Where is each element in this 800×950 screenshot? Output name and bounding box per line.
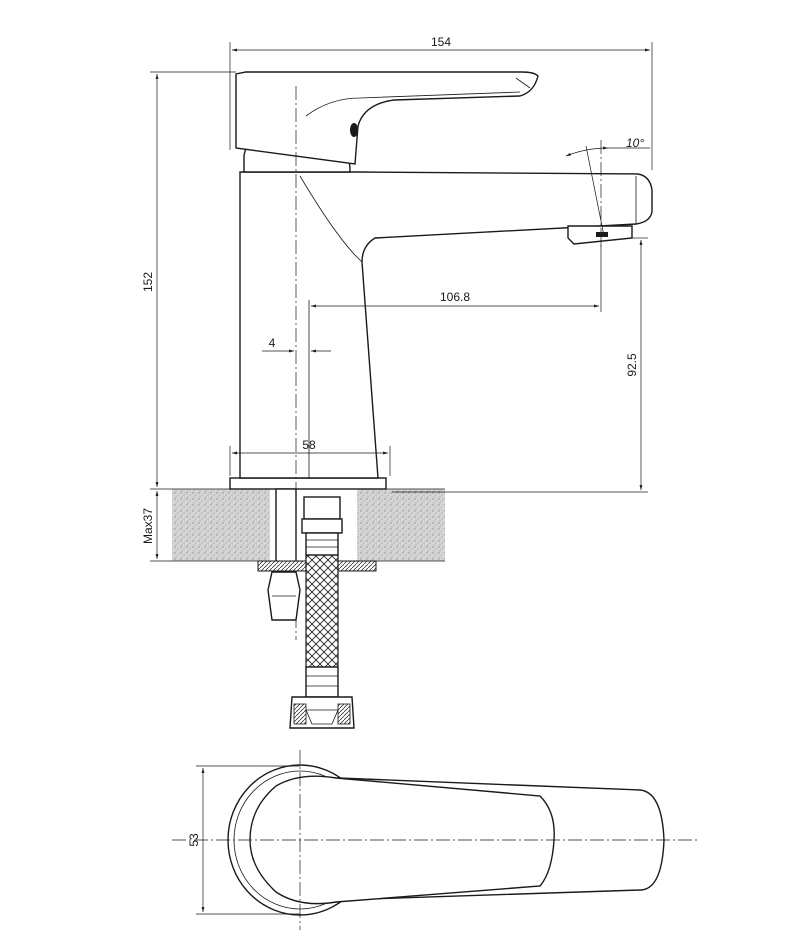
aerator-mark bbox=[596, 232, 608, 237]
dimension-offset: 4 bbox=[262, 336, 331, 353]
offset-label: 4 bbox=[269, 336, 276, 350]
spout-height-label: 92.5 bbox=[625, 353, 639, 377]
overall-height-label: 152 bbox=[141, 272, 155, 292]
spout-reach-label: 106.8 bbox=[440, 290, 470, 304]
max-thickness-label: Max37 bbox=[141, 508, 155, 544]
countertop-section bbox=[172, 488, 445, 562]
dimension-spout-angle: 10° bbox=[565, 136, 650, 250]
dimension-spout-reach: 106.8 bbox=[311, 240, 602, 312]
overall-width-label: 154 bbox=[431, 35, 451, 49]
dimension-body-depth: 53 bbox=[187, 765, 300, 915]
braided-hose bbox=[305, 554, 339, 668]
hose-fitting-bottom bbox=[305, 666, 339, 698]
faucet-side-view bbox=[229, 71, 653, 640]
faucet-body bbox=[239, 171, 653, 479]
base-plate bbox=[229, 477, 387, 490]
dimension-base-width: 58 bbox=[229, 438, 391, 476]
dimension-overall-height: 152 bbox=[141, 71, 236, 490]
dimension-max-thickness: Max37 bbox=[141, 491, 172, 562]
base-width-label: 58 bbox=[302, 438, 316, 452]
lever-handle bbox=[235, 71, 539, 165]
handle-screw bbox=[350, 123, 358, 137]
faucet-top-view bbox=[172, 750, 700, 930]
body-depth-label: 53 bbox=[187, 833, 201, 847]
dimension-spout-height: 92.5 bbox=[392, 237, 648, 493]
hose-fitting-top bbox=[303, 496, 341, 520]
mounting-shank bbox=[275, 488, 297, 570]
spout-angle-label: 10° bbox=[626, 136, 644, 150]
mounting-hardware bbox=[257, 488, 377, 729]
dimension-overall-width: 154 bbox=[229, 35, 653, 170]
